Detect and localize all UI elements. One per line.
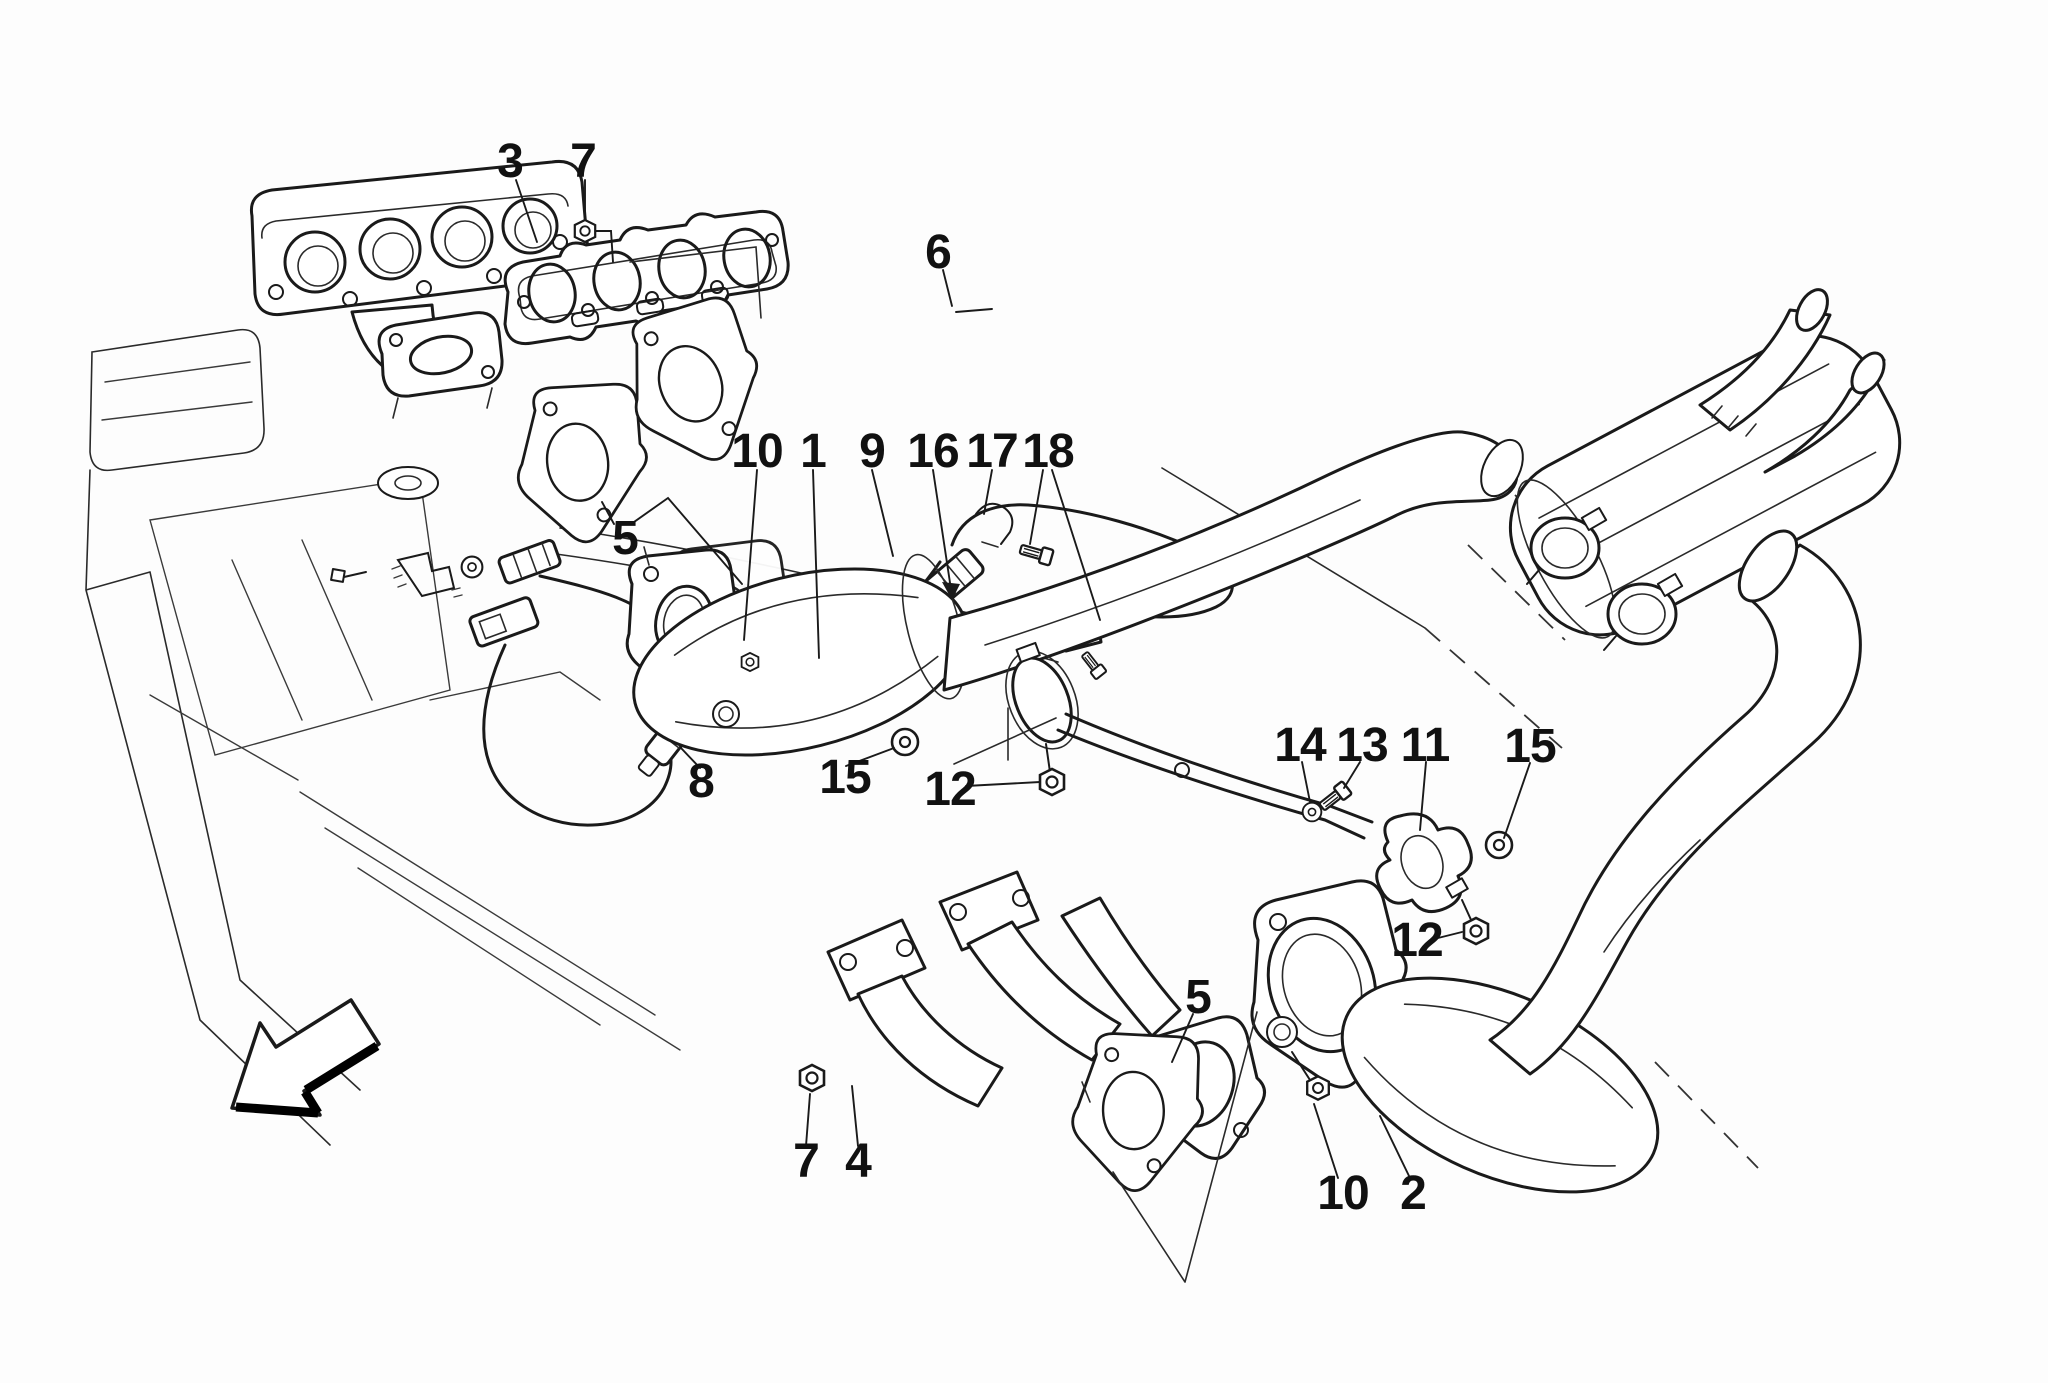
callout-washer: 14: [1274, 719, 1326, 772]
callout-nut-clamp-left: 12: [924, 763, 976, 816]
nut-7-top: [573, 218, 597, 244]
x-pipes: [1698, 288, 1886, 474]
callout-grommet-right: 15: [1504, 720, 1556, 773]
bracket-bolts-18: [1017, 540, 1055, 567]
leader-lines: [515, 179, 1531, 1283]
callout-manifold-front: 3: [497, 135, 524, 188]
nut-12-right: [1462, 916, 1490, 946]
washer-14: [1301, 801, 1323, 823]
muffler: [1508, 288, 1902, 651]
callout-front-catalyst: 1: [800, 425, 827, 478]
manifold-gasket-6: [503, 209, 790, 346]
callout-nut-top: 7: [570, 135, 597, 188]
nut-7-bottom: [798, 1063, 826, 1093]
callout-grommet-left: 15: [819, 751, 871, 804]
callout-nut-clamp-right: 12: [1391, 914, 1443, 967]
centre-exhaust-pipe: [942, 430, 1524, 692]
front-catalytic-converter: [625, 532, 968, 757]
callout-rear-catalyst: 2: [1400, 1167, 1427, 1220]
rear-pipe: [1488, 529, 1862, 1076]
callout-support-clamp: 11: [1400, 719, 1451, 772]
cable-clip-17: [975, 502, 1014, 548]
callout-nut-bottom: 7: [793, 1135, 820, 1188]
callout-bolt: 13: [1336, 719, 1388, 772]
grommet-15-left: [890, 727, 920, 757]
support-bracket-assembly: [953, 641, 1473, 923]
muffler-inlet-clamps: [1526, 506, 1684, 651]
callout-stud-front-cat: 10: [731, 425, 783, 478]
connector-a: [497, 539, 562, 585]
callout-flange-gasket-upper: 5: [612, 512, 639, 565]
callout-stud-rear-cat: 10: [1317, 1167, 1369, 1220]
callout-oxygen-sensor-front: 8: [688, 755, 715, 808]
grommet-15-right: [1484, 830, 1514, 860]
engine-block: [85, 328, 1063, 1146]
callout-bracket-bolts: 18: [1022, 425, 1074, 478]
callout-flange-gasket-lower: 5: [1185, 971, 1212, 1024]
callout-manifold-gasket: 6: [925, 226, 952, 279]
connector-b: [468, 596, 540, 648]
callout-manifold-rear: 4: [845, 1135, 872, 1188]
direction-arrow-icon: [230, 998, 381, 1118]
callout-sensor-bracket: 16: [907, 425, 959, 478]
flange-gasket-lower-5: [1058, 1014, 1221, 1204]
nut-12-left: [1038, 767, 1066, 797]
callout-cable-clip: 17: [966, 425, 1018, 478]
callout-oxygen-sensor-rear: 9: [859, 425, 886, 478]
